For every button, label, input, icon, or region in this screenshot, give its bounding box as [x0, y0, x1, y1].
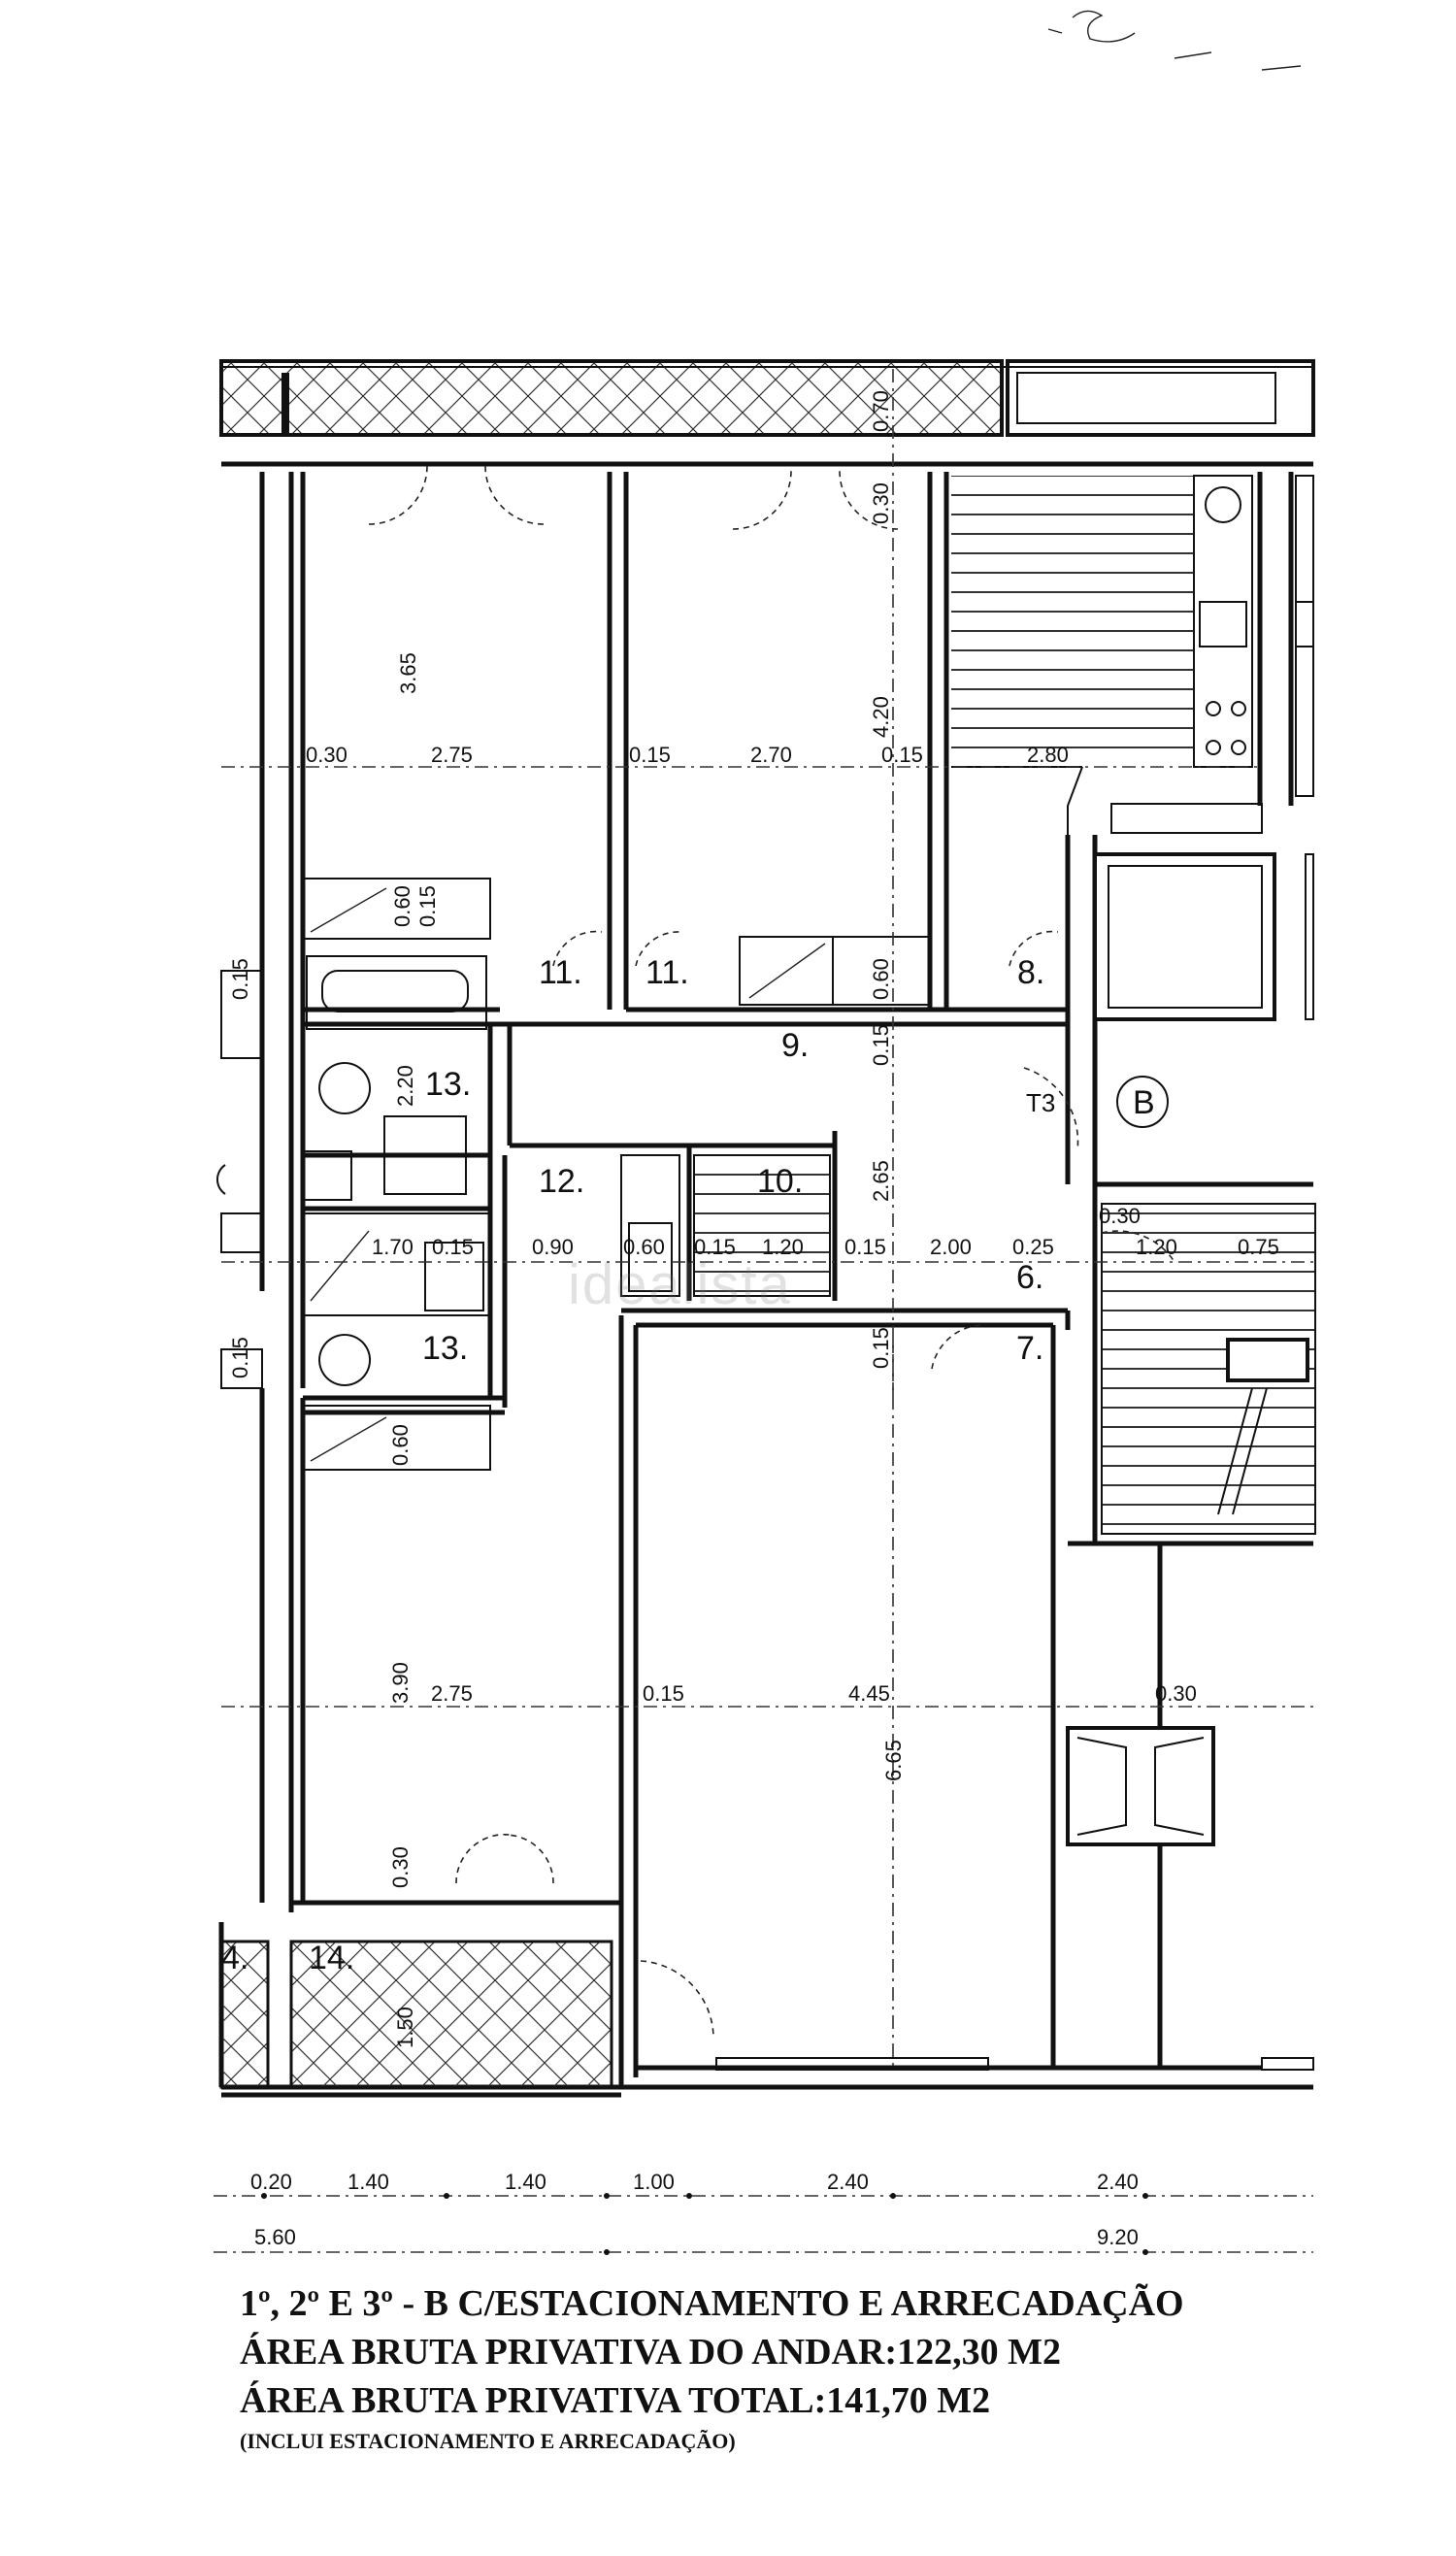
room-number-13b: 13.: [422, 1330, 468, 1367]
dim-075: 0.75: [1238, 1235, 1279, 1259]
walls: [218, 461, 1313, 2098]
dim-275-a: 2.75: [431, 743, 473, 767]
dim-015-d: 0.15: [869, 1024, 893, 1066]
room-number-7: 7.: [1016, 1330, 1043, 1367]
bottom-dim-total-2: 9.20: [1097, 2225, 1139, 2249]
storage-hatch: [216, 970, 1314, 2089]
dim-030-top: 0.30: [869, 482, 893, 524]
stair-core: [1093, 852, 1316, 1535]
dim-015-i: 0.15: [643, 1681, 684, 1706]
room-number-11a: 11.: [539, 954, 582, 991]
dim-120-a: 1.20: [762, 1235, 804, 1259]
bottom-dim-3: 1.40: [505, 2170, 546, 2194]
dim-030-bot: 0.30: [388, 1846, 413, 1888]
caption-total-area: ÁREA BRUTA PRIVATIVA TOTAL:141,70 M2: [240, 2380, 991, 2421]
room-number-4: 4.: [221, 1940, 248, 1976]
dimension-texts: 0.70 0.30 3.65 4.20 0.30 2.75 0.15 2.70 …: [228, 390, 1279, 2048]
room-number-13a: 13.: [425, 1066, 471, 1103]
room-number-11b: 11.: [645, 954, 689, 991]
plan-caption: 1º, 2º E 3º - B C/ESTACIONAMENTO E ARREC…: [240, 2279, 1385, 2458]
dim-390: 3.90: [388, 1662, 413, 1704]
watermark: idealista: [568, 1253, 792, 1316]
dim-070: 0.70: [869, 390, 893, 432]
room-number-8: 8.: [1017, 954, 1044, 991]
block-label: B: [1133, 1084, 1155, 1121]
caption-floor-area: ÁREA BRUTA PRIVATIVA DO ANDAR:122,30 M2: [240, 2332, 1061, 2373]
dim-200: 2.00: [930, 1235, 972, 1259]
dim-015-side2: 0.15: [228, 1337, 252, 1378]
dim-015-g: 0.15: [844, 1235, 886, 1259]
balcony-top: [219, 359, 1315, 437]
door-swings: [368, 465, 1175, 2040]
dim-170: 1.70: [372, 1235, 414, 1259]
kitchen: [951, 475, 1314, 835]
dim-150: 1.50: [393, 2007, 417, 2048]
dim-030-l: 0.30: [306, 743, 347, 767]
dim-015-b: 0.15: [881, 743, 923, 767]
wardrobes: [620, 936, 931, 1297]
dim-270: 2.70: [750, 743, 792, 767]
dim-220: 2.20: [393, 1065, 417, 1107]
dimension-lines: [221, 369, 1313, 2068]
dim-015-e: 0.15: [432, 1235, 474, 1259]
caption-note: (INCLUI ESTACIONAMENTO E ARRECADAÇÃO): [240, 2429, 736, 2453]
bottom-dim-6: 2.40: [1097, 2170, 1139, 2194]
dim-025: 0.25: [1012, 1235, 1054, 1259]
bottom-dim-total-1: 5.60: [254, 2225, 296, 2249]
scan-mark: [1047, 10, 1302, 71]
dim-060-c: 0.60: [623, 1235, 665, 1259]
room-number-14: 14.: [309, 1940, 354, 1976]
dim-015-c: 0.15: [415, 885, 440, 927]
dim-365: 3.65: [396, 652, 420, 694]
room-number-12: 12.: [539, 1163, 584, 1200]
dim-265: 2.65: [869, 1160, 893, 1202]
dim-280: 2.80: [1027, 743, 1069, 767]
shafts: [1066, 1726, 1215, 1846]
dim-030-r: 0.30: [1099, 1204, 1141, 1228]
dim-030-s: 0.30: [1155, 1681, 1197, 1706]
bottom-dimension-strip: 0.20 1.40 1.40 1.00 2.40 2.40 5.60 9.20: [214, 2170, 1313, 2255]
bottom-dim-2: 1.40: [347, 2170, 389, 2194]
block-marker: [1116, 1076, 1169, 1128]
dim-060-a: 0.60: [390, 885, 414, 927]
room-number-10: 10.: [757, 1163, 803, 1200]
bottom-dim-5: 2.40: [827, 2170, 869, 2194]
dim-665: 6.65: [881, 1740, 906, 1781]
dim-090: 0.90: [532, 1235, 574, 1259]
dim-015-side1: 0.15: [228, 958, 252, 1000]
dim-420: 4.20: [869, 696, 893, 738]
caption-title: 1º, 2º E 3º - B C/ESTACIONAMENTO E ARREC…: [240, 2283, 1184, 2324]
room-number-6: 6.: [1016, 1259, 1043, 1296]
bottom-dim-1: 0.20: [250, 2170, 292, 2194]
dim-060-b: 0.60: [869, 958, 893, 1000]
dim-275-b: 2.75: [431, 1681, 473, 1706]
stair-label: T3: [1026, 1088, 1055, 1117]
bottom-dim-4: 1.00: [633, 2170, 675, 2194]
dim-015-a: 0.15: [629, 743, 671, 767]
room-number-9: 9.: [781, 1027, 809, 1064]
dim-445: 4.45: [848, 1681, 890, 1706]
bathroom-fixtures: [302, 878, 491, 1471]
dim-120-b: 1.20: [1136, 1235, 1177, 1259]
dim-015-h: 0.15: [869, 1327, 893, 1369]
dim-015-f: 0.15: [694, 1235, 736, 1259]
dim-060-d: 0.60: [388, 1424, 413, 1466]
